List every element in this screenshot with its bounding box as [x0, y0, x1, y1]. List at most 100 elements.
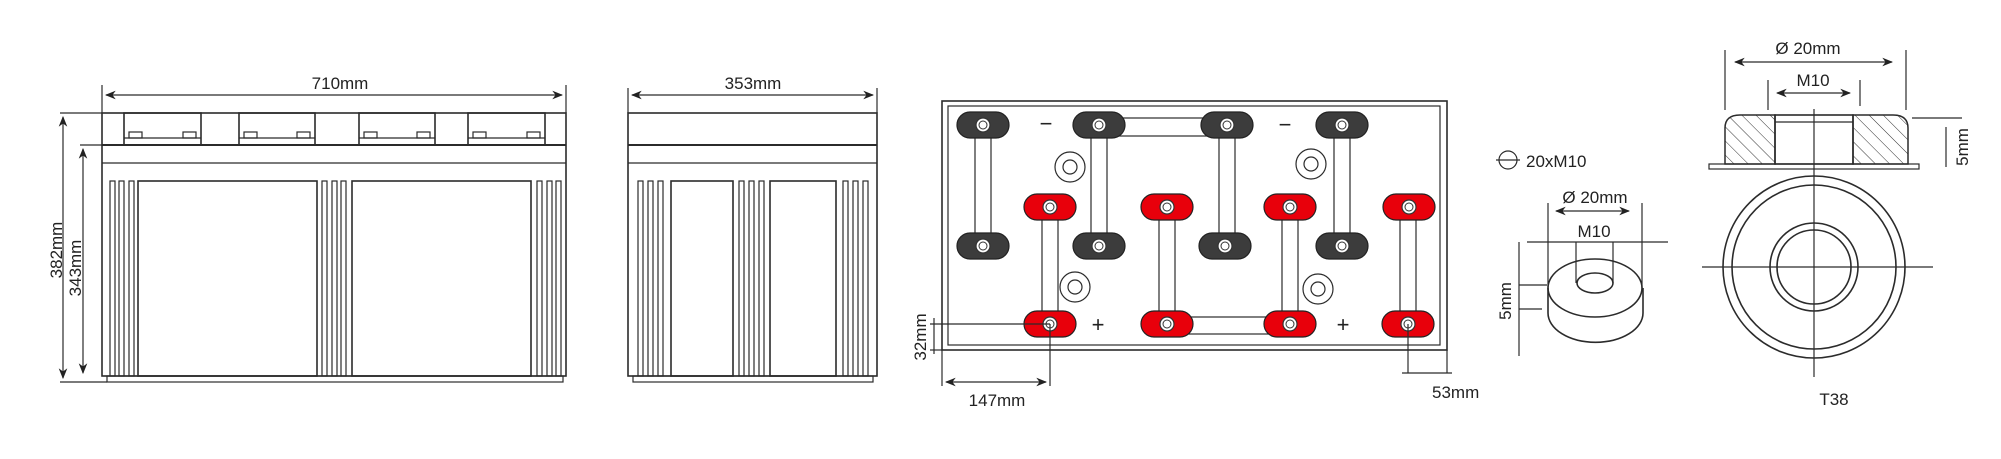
body-rib	[128, 180, 135, 377]
thread-label: 20xM10	[1526, 152, 1586, 171]
terminal-bolt-inner	[1220, 241, 1230, 251]
section-diameter-label: Ø 20mm	[1775, 39, 1840, 58]
terminal-bolt-inner	[1285, 202, 1295, 212]
body-rib	[546, 180, 553, 377]
terminal-bolt-inner	[1162, 202, 1172, 212]
terminal-cap	[416, 131, 431, 139]
offset-x-label: 147mm	[969, 391, 1026, 410]
terminal-bolt-inner	[978, 241, 988, 251]
body-rib	[862, 180, 869, 377]
connector-strap	[1090, 124, 1108, 247]
body-rib	[109, 180, 116, 377]
terminal-bolt-inner	[978, 120, 988, 130]
front-panel-right	[351, 180, 532, 377]
terminal-outer-circle	[1722, 175, 1906, 359]
terminal-cover	[238, 112, 316, 146]
vent-plug-icon	[1059, 271, 1091, 303]
terminal-bolt-inner	[1222, 120, 1232, 130]
vent-plug-icon	[1054, 151, 1086, 183]
terminal-iso-view: 20xM10 Ø 20mm M10 5mm	[1496, 150, 1668, 356]
vent-plug-inner	[1067, 279, 1083, 295]
connector-strap	[1281, 206, 1299, 325]
body-height-label: 343mm	[66, 240, 85, 297]
side-body-outline	[627, 112, 878, 377]
terminal-cover	[358, 112, 436, 146]
connector-strap	[1399, 206, 1417, 325]
body-rib	[637, 180, 644, 377]
terminal-bolt-inner	[1285, 319, 1295, 329]
body-rib	[331, 180, 338, 377]
front-base-plinth	[106, 375, 564, 383]
side-panel-left	[670, 180, 734, 377]
hatched-section-right	[1852, 114, 1909, 165]
hatched-section-left	[1724, 114, 1776, 165]
front-panel-left	[137, 180, 318, 377]
body-rib	[758, 180, 765, 377]
terminal-section-view: Ø 20mm M10 5mm T38	[1702, 39, 1972, 409]
connector-strap	[974, 124, 992, 247]
connector-strap	[1333, 124, 1351, 247]
terminal-bolt-inner	[1094, 120, 1104, 130]
vent-plug-inner	[1310, 281, 1326, 297]
iso-diameter-label: Ø 20mm	[1562, 188, 1627, 207]
terminal-cap	[296, 131, 311, 139]
body-rib	[852, 180, 859, 377]
body-rib	[657, 180, 664, 377]
body-rib	[842, 180, 849, 377]
terminal-bolt-inner	[1045, 202, 1055, 212]
offset-right-label: 53mm	[1432, 383, 1479, 402]
vent-plug-inner	[1062, 159, 1078, 175]
iso-height-label: 5mm	[1496, 282, 1515, 320]
terminal-bolt-inner	[1404, 202, 1414, 212]
terminal-bolt-inner	[1337, 120, 1347, 130]
terminal-cap	[243, 131, 258, 139]
body-rib	[340, 180, 347, 377]
vent-plug-inner	[1303, 156, 1319, 172]
section-height-label: 5mm	[1953, 128, 1972, 166]
ring-top	[1547, 258, 1643, 318]
body-rib	[118, 180, 125, 377]
ring-side	[1547, 288, 1644, 344]
terminal-hole-circle	[1776, 229, 1852, 305]
body-rib	[647, 180, 654, 377]
vent-plug-icon	[1302, 273, 1334, 305]
terminal-bolt-inner	[1094, 241, 1104, 251]
body-rib	[738, 180, 745, 377]
top-inner-outline	[947, 105, 1441, 346]
top-view: − − + + 32mm 147mm 53mm	[911, 100, 1479, 410]
minus-sign: −	[1279, 112, 1292, 137]
terminal-cap	[128, 131, 143, 139]
side-base-plinth	[632, 375, 874, 383]
side-view: 353mm	[627, 74, 878, 383]
total-height-label: 382mm	[47, 222, 66, 279]
ring-hole	[1576, 272, 1614, 294]
connector-strap	[1218, 124, 1236, 247]
body-rib	[321, 180, 328, 377]
top-outer-outline	[941, 100, 1448, 351]
side-panel-right	[769, 180, 837, 377]
terminal-cap	[526, 131, 541, 139]
terminal-cover	[123, 112, 202, 146]
vent-plug-icon	[1295, 148, 1327, 180]
front-view: 710mm 382mm 343mm	[47, 74, 567, 383]
terminal-cap	[182, 131, 197, 139]
section-thread-label: M10	[1796, 71, 1829, 90]
connector-strap	[1041, 206, 1059, 325]
body-rib	[555, 180, 562, 377]
depth-dimension-label: 353mm	[725, 74, 782, 93]
body-rib	[536, 180, 543, 377]
connector-strap	[1158, 206, 1176, 325]
terminal-bolt-inner	[1337, 241, 1347, 251]
plus-sign: +	[1092, 312, 1105, 337]
body-rib	[748, 180, 755, 377]
front-body-outline	[101, 112, 567, 377]
terminal-type-label: T38	[1819, 390, 1848, 409]
width-dimension-label: 710mm	[312, 74, 369, 93]
terminal-inner-circle	[1769, 222, 1859, 312]
terminal-bolt-inner	[1162, 319, 1172, 329]
offset-y-label: 32mm	[911, 313, 930, 360]
terminal-cap	[472, 131, 487, 139]
terminal-circle	[1731, 184, 1897, 350]
terminal-cover	[467, 112, 546, 146]
